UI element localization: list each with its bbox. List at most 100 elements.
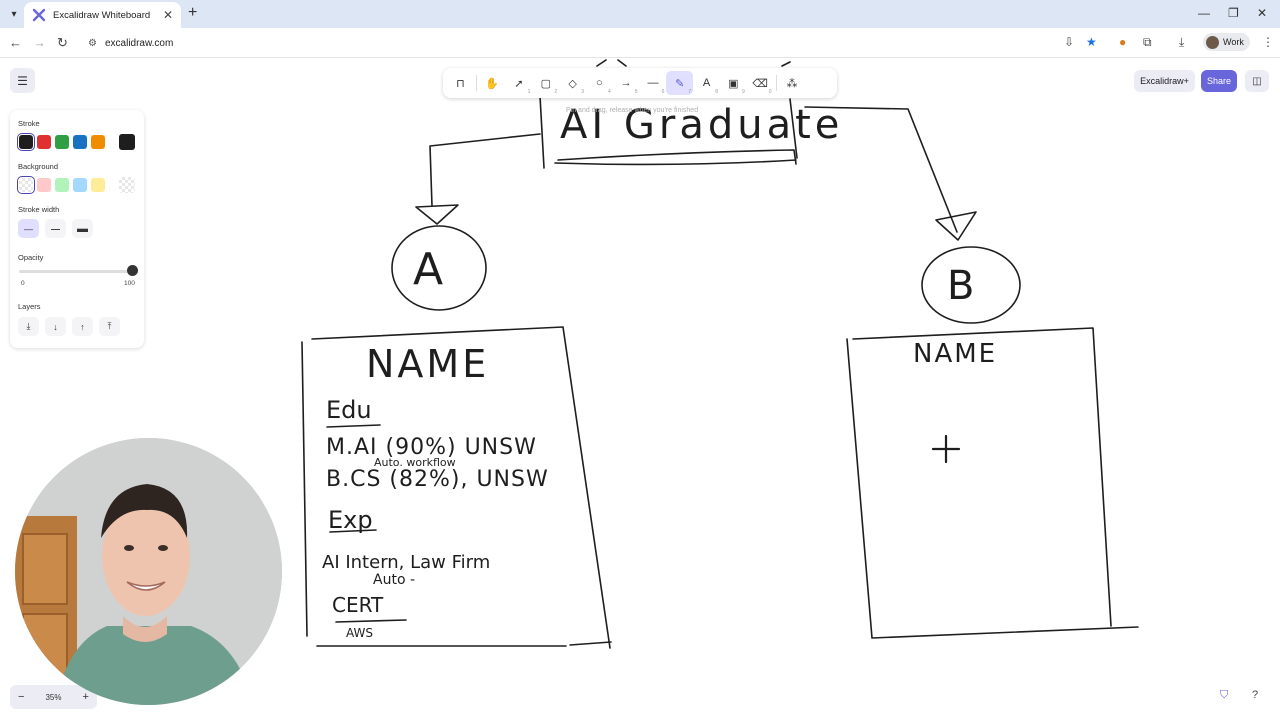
window-close-icon[interactable]: ✕	[1257, 6, 1268, 20]
extension-icon[interactable]: ●	[1119, 35, 1127, 49]
tool-key-0: 0	[768, 89, 772, 95]
help-icon[interactable]: ?	[1252, 689, 1259, 701]
opacity-label: Opacity	[18, 253, 44, 262]
excalidraw-logo-icon	[32, 8, 46, 22]
tool-key-3: 3	[581, 89, 584, 95]
stroke-swatch-red[interactable]	[37, 135, 51, 149]
edu-underline	[326, 424, 381, 428]
excalidraw-plus-button[interactable]: Excalidraw+	[1134, 70, 1195, 92]
opacity-max: 100	[124, 280, 135, 287]
tool-key-2: 2	[554, 89, 558, 95]
background-swatch-blue[interactable]	[73, 178, 87, 192]
zoom-out-icon[interactable]: −	[18, 691, 25, 703]
bring-to-front-icon[interactable]: ⤒	[99, 317, 120, 336]
lock-icon[interactable]: ⊓	[456, 77, 465, 90]
library-sidebar-icon[interactable]: ◫	[1245, 70, 1269, 92]
stroke-width-thin[interactable]: —	[18, 219, 39, 238]
downloads-icon[interactable]: ⤓	[1179, 35, 1185, 49]
drawing-layer: AI Graduate A B NAME Edu M.AI (90%) UNSW…	[301, 59, 1139, 649]
pencil-icon[interactable]: ✎7	[666, 71, 694, 95]
node-b-label: B	[947, 263, 974, 309]
diamond-icon[interactable]: ◇3	[568, 77, 584, 96]
install-app-icon[interactable]: ⇩	[1064, 35, 1075, 49]
hand-icon[interactable]: ✋	[485, 77, 500, 90]
share-button[interactable]: Share	[1201, 70, 1237, 92]
site-info-icon[interactable]: ⚙	[88, 37, 97, 49]
tab-title: Excalidraw Whiteboard	[53, 9, 151, 21]
background-swatch-pink[interactable]	[37, 178, 51, 192]
cert-underline	[335, 619, 407, 623]
opacity-slider-handle[interactable]	[127, 265, 138, 276]
restore-icon[interactable]: ❐	[1228, 6, 1239, 20]
stroke-swatch-orange[interactable]	[91, 135, 105, 149]
eraser-icon[interactable]: ⌫0	[752, 77, 772, 96]
stroke-color-picker[interactable]	[119, 134, 135, 150]
bring-forward-icon[interactable]: ↑	[72, 317, 93, 336]
browser-tab[interactable]: Excalidraw Whiteboard ✕	[24, 2, 181, 28]
stroke-swatch-green[interactable]	[55, 135, 69, 149]
cert-heading: CERT	[332, 593, 384, 617]
edu-line-1: M.AI (90%) UNSW	[326, 435, 537, 460]
background-swatch-green[interactable]	[55, 178, 69, 192]
avatar	[1206, 35, 1219, 49]
arrow-to-a	[415, 133, 541, 225]
tool-key-8: 8	[715, 89, 718, 95]
opacity-slider-track[interactable]	[19, 270, 132, 273]
exp-note: Auto -	[373, 572, 415, 588]
stroke-label: Stroke	[18, 119, 40, 128]
background-color-picker[interactable]	[119, 177, 135, 193]
back-icon[interactable]: ←	[9, 35, 22, 50]
tool-key-1: 1	[527, 89, 531, 95]
stroke-width-extra-bold[interactable]: ▬	[72, 219, 93, 238]
background-swatch-yellow[interactable]	[91, 178, 105, 192]
omnibox[interactable]: ⚙ excalidraw.com	[80, 32, 1110, 54]
selection-pointer-icon[interactable]: ➚1	[514, 77, 531, 96]
stroke-width-bold[interactable]: —	[45, 219, 66, 238]
properties-panel: Stroke Background Stroke width — — ▬ Opa…	[10, 110, 144, 348]
reload-icon[interactable]: ↻	[57, 35, 68, 50]
toolbar-divider	[475, 75, 477, 91]
new-tab-icon[interactable]: +	[188, 4, 198, 21]
exp-line-1: AI Intern, Law Firm	[322, 552, 490, 573]
exp-underline	[329, 529, 377, 533]
browser-menu-icon[interactable]: ⋮	[1262, 35, 1274, 49]
node-b-circle	[921, 246, 1021, 324]
send-backward-icon[interactable]: ↓	[45, 317, 66, 336]
browser-tab-strip: ▾ Excalidraw Whiteboard ✕ + — ❐ ✕	[0, 0, 1280, 28]
background-swatch-transparent[interactable]	[17, 176, 35, 194]
forward-icon[interactable]: →	[33, 35, 46, 50]
minimize-icon[interactable]: —	[1198, 6, 1210, 20]
close-tab-icon[interactable]: ✕	[162, 8, 173, 22]
card-b-frame	[846, 327, 1139, 639]
toolbar-divider	[775, 75, 777, 91]
edu-heading: Edu	[326, 396, 372, 424]
crosshair-cursor	[931, 434, 961, 464]
edu-line-2: B.CS (82%), UNSW	[326, 467, 549, 492]
extra-shapes-icon[interactable]: ⁂	[786, 77, 798, 90]
node-a-label: A	[413, 244, 443, 295]
tab-search-icon[interactable]: ▾	[11, 8, 17, 20]
bookmark-star-icon[interactable]: ★	[1086, 35, 1097, 49]
rectangle-icon[interactable]: ▢2	[540, 77, 558, 96]
arrow-to-b	[804, 106, 977, 241]
webcam-overlay	[15, 438, 282, 705]
ellipse-icon[interactable]: ○4	[596, 77, 611, 95]
main-menu-button[interactable]: ☰	[10, 68, 35, 93]
profile-label: Work	[1223, 37, 1244, 47]
image-icon[interactable]: ▣9	[728, 77, 745, 96]
zoom-in-icon[interactable]: +	[82, 691, 89, 703]
stroke-swatch-blue[interactable]	[73, 135, 87, 149]
line-icon[interactable]: —6	[647, 77, 665, 95]
zoom-level[interactable]: 35%	[45, 692, 62, 702]
title-text: AI Graduate	[560, 102, 843, 148]
shield-icon[interactable]: ⛉	[1220, 689, 1229, 701]
browser-address-bar: ← → ↻ ⚙ excalidraw.com ⇩ ★ ● ⧉ ⤓ ⋮	[0, 28, 1280, 58]
url-text: excalidraw.com	[104, 37, 174, 49]
card-b-title: NAME	[913, 339, 997, 369]
send-to-back-icon[interactable]: ⤓	[18, 317, 39, 336]
stroke-swatch-black[interactable]	[17, 133, 35, 151]
extensions-puzzle-icon[interactable]: ⧉	[1143, 35, 1152, 49]
arrow-icon[interactable]: →5	[620, 77, 638, 95]
profile-chip[interactable]: Work	[1203, 33, 1250, 51]
